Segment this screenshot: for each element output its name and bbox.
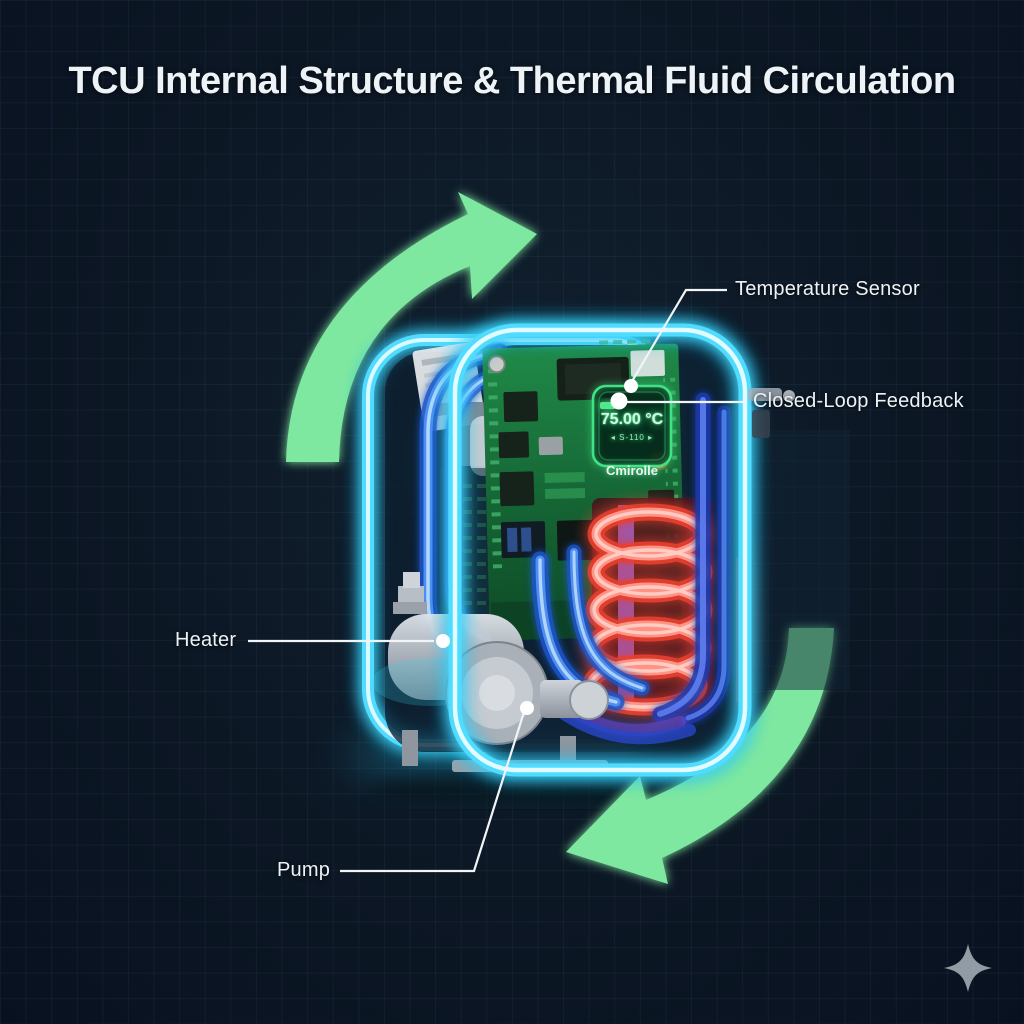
callouts [248, 288, 747, 873]
callout-dot-heater [436, 634, 450, 648]
display-controller-text: Cmirolle [605, 463, 658, 478]
circulation-arrow-bottom-icon [566, 628, 834, 884]
sparkle-icon [944, 944, 992, 992]
leader-line-temperature-sensor [630, 288, 727, 384]
display-range-value: ◂ S-110 ▸ [610, 433, 654, 442]
label-heater: Heater [175, 629, 237, 651]
circulation-arrow-top-icon [286, 192, 537, 462]
tcu-device [356, 317, 850, 783]
label-pump: Pump [277, 859, 331, 881]
callout-dot-temperature-sensor [624, 379, 638, 393]
label-temperature-sensor: Temperature Sensor [735, 278, 920, 300]
pump-shaft-cap [569, 680, 609, 720]
leader-line-pump [340, 711, 526, 873]
front-case-frame [442, 317, 758, 783]
label-closed-loop-feedback: Closed-Loop Feedback [753, 390, 964, 412]
display-temperature-value: 75.00 °C [600, 411, 664, 428]
page-title: TCU Internal Structure & Thermal Fluid C… [68, 60, 956, 102]
callout-dot-closed-loop [610, 392, 628, 410]
pipe-fitting [398, 586, 424, 606]
callout-dot-pump [520, 701, 534, 715]
side-connectors [748, 388, 795, 438]
